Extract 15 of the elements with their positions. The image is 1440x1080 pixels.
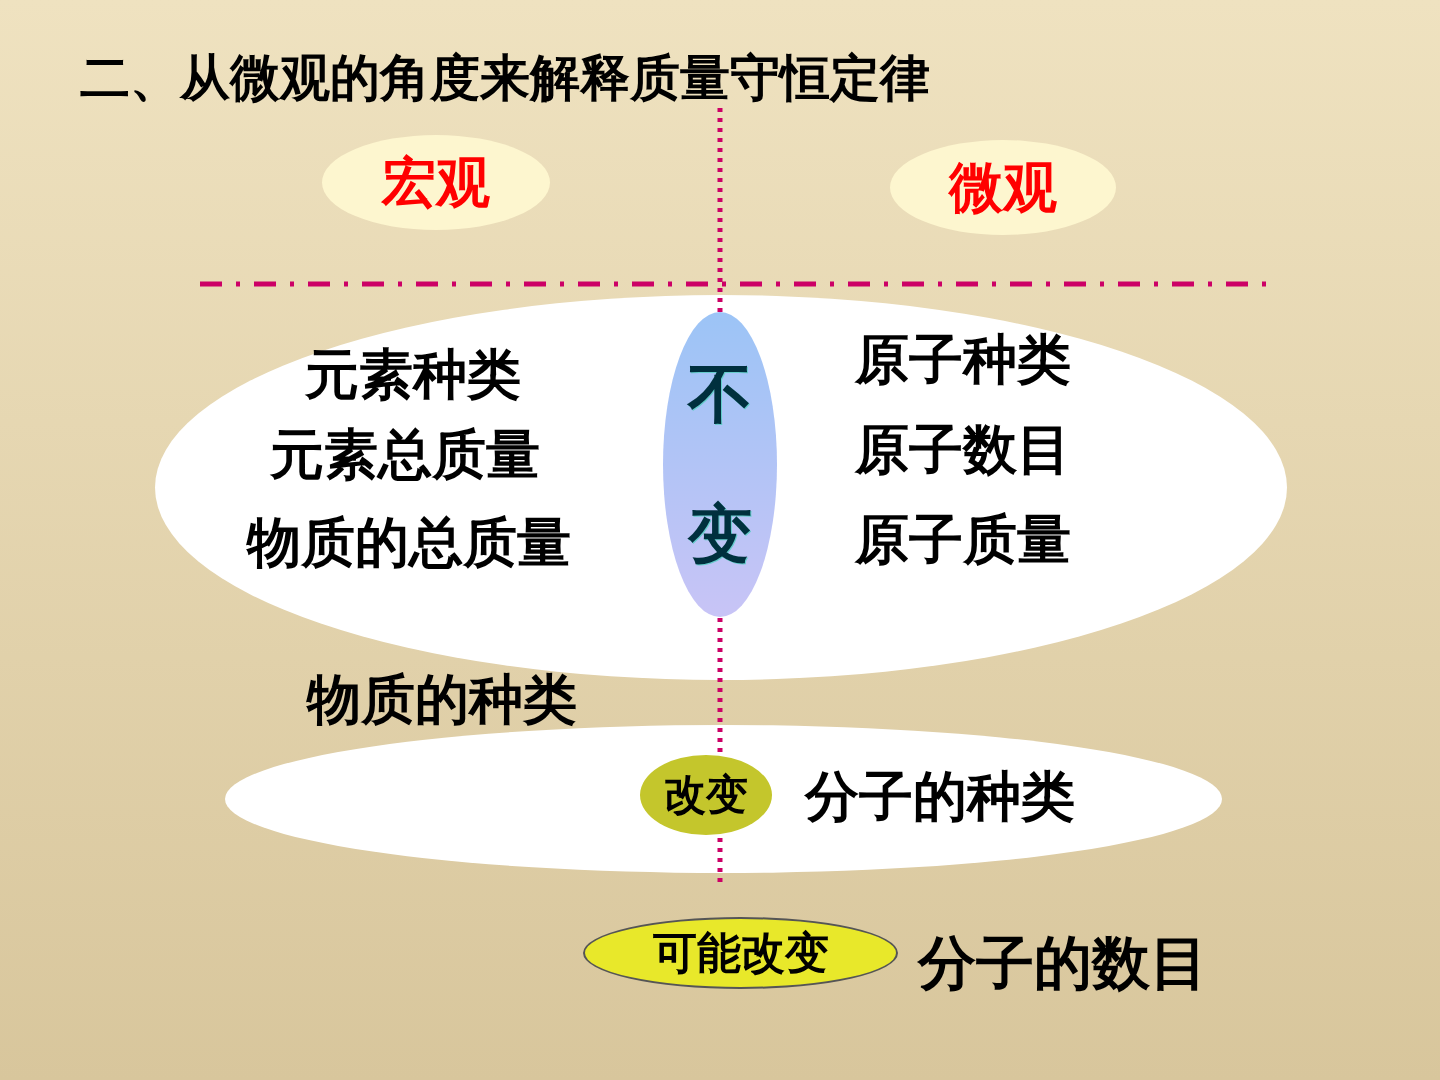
node-text: 元素总质量: [270, 425, 540, 485]
slide-title: 二、从微观的角度来解释质量守恒定律: [80, 48, 930, 109]
node-text: 元素种类: [305, 345, 521, 405]
node-text: 原子质量: [855, 510, 1071, 570]
node-text: 宏观: [382, 152, 490, 213]
node-text: 分子的种类: [805, 767, 1075, 827]
node-text: 改变: [664, 771, 748, 819]
node-text: 原子种类: [855, 330, 1071, 390]
text-label: 物质的种类: [307, 670, 577, 730]
node-text: 不变: [688, 355, 752, 574]
node-text: 可能改变: [652, 928, 829, 978]
text-label: 分子的数目: [918, 932, 1208, 996]
node-text: 物质的总质量: [247, 513, 571, 573]
node-text: 微观: [949, 157, 1057, 218]
node-text: 原子数目: [855, 420, 1071, 480]
